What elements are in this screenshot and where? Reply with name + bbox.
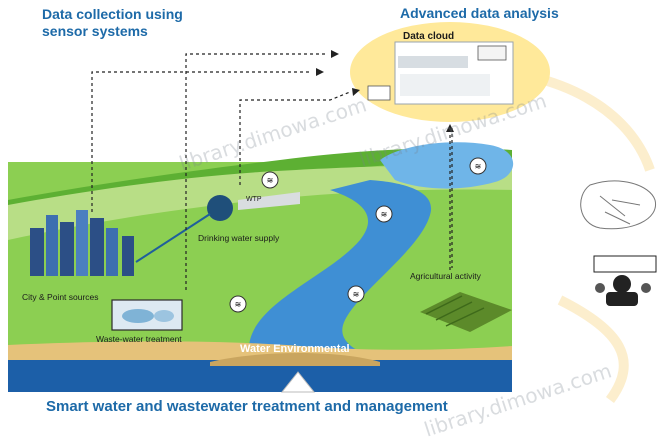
building — [60, 222, 74, 276]
heading-advanced-analysis: Advanced data analysis — [400, 5, 559, 21]
data-cloud-panel — [398, 56, 468, 68]
water-supply-node — [207, 195, 233, 221]
river — [249, 180, 432, 372]
data-cloud-panel-2 — [400, 74, 490, 96]
svg-text:≋: ≋ — [475, 162, 482, 171]
svg-text:≋: ≋ — [267, 176, 274, 185]
building — [30, 228, 44, 276]
label-city: City & Point sources — [22, 292, 99, 302]
label-data-cloud: Data cloud — [403, 31, 455, 42]
sensor-icon: ≋ — [347, 285, 365, 303]
building — [106, 228, 118, 276]
svg-text:≋: ≋ — [381, 210, 388, 219]
sensor-icon: ≋ — [261, 171, 279, 189]
label-wtp: WTP — [246, 196, 262, 203]
up-arrow-icon — [280, 371, 316, 393]
sensor-icon: ≋ — [469, 157, 487, 175]
label-water-environmental: Water Environmental — [240, 343, 350, 355]
heading-footer: Smart water and wastewater treatment and… — [46, 398, 448, 415]
cloud-arc-bottom — [557, 295, 629, 403]
tank — [122, 309, 154, 323]
heading-data-collection: Data collection using sensor systems — [42, 6, 183, 39]
farm-rows — [425, 295, 485, 327]
analysis-sketch — [580, 180, 656, 230]
sensor-icon: ≋ — [229, 295, 247, 313]
data-flow-arrows — [91, 53, 453, 290]
supply-line — [135, 213, 211, 263]
label-wastewater: Waste-water treatment — [96, 334, 182, 344]
building — [90, 218, 104, 276]
diagram-canvas: ≋ ≋ ≋ ≋ ≋ — [8, 22, 657, 403]
data-cloud-thumb-2 — [367, 85, 391, 101]
svg-text:≋: ≋ — [235, 300, 242, 309]
sandbar — [210, 353, 380, 366]
building — [76, 210, 88, 276]
building — [46, 215, 58, 276]
shore — [8, 341, 512, 360]
data-cloud-thumb — [477, 45, 507, 61]
arrow-heads — [316, 50, 454, 132]
label-agricultural: Agricultural activity — [410, 271, 481, 281]
tank — [154, 310, 174, 322]
people-icon — [593, 255, 657, 306]
farmland — [420, 292, 512, 332]
sensor-icon: ≋ — [375, 205, 393, 223]
pipe — [238, 192, 300, 210]
svg-text:≋: ≋ — [353, 290, 360, 299]
lake — [380, 142, 514, 189]
label-drinking-water: Drinking water supply — [198, 233, 280, 243]
building — [122, 236, 134, 276]
